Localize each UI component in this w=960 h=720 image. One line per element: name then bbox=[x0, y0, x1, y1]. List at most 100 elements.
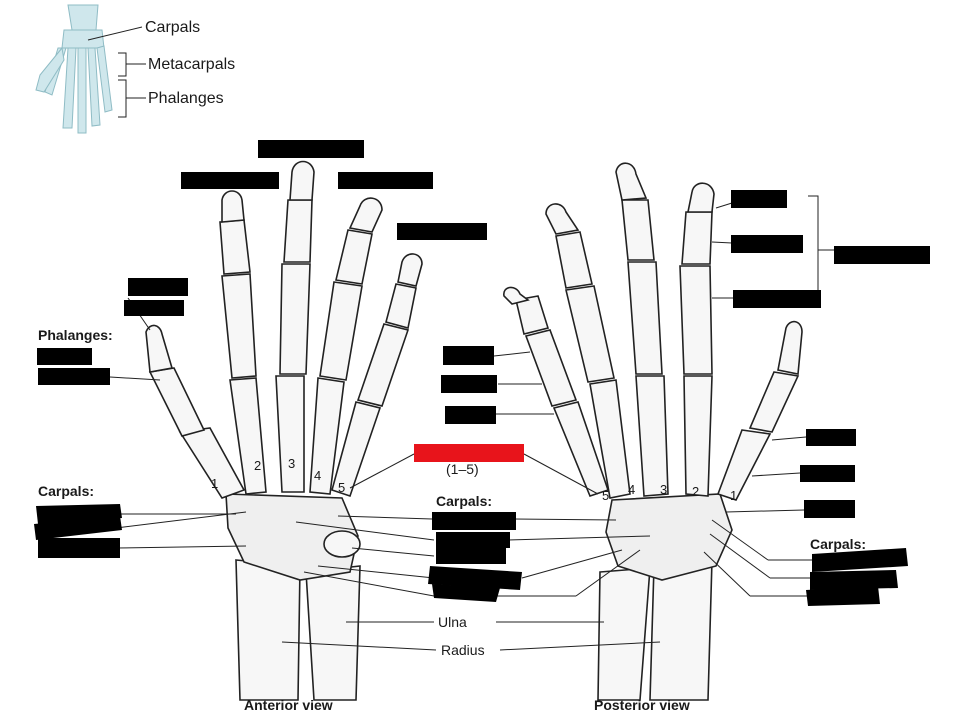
redaction-bar bbox=[436, 532, 510, 548]
radius-label: Radius bbox=[441, 642, 485, 658]
redactions bbox=[34, 140, 930, 606]
anterior-middle-distal bbox=[289, 160, 315, 201]
inset-forearm bbox=[67, 4, 99, 31]
anterior-mc-number-1: 1 bbox=[211, 476, 218, 491]
posterior-little-metacarpal bbox=[552, 401, 610, 497]
posterior-little-middle bbox=[515, 295, 550, 335]
center-carpals-heading: Carpals: bbox=[436, 493, 492, 509]
redaction-bar bbox=[731, 190, 787, 208]
anterior-middle-proximal bbox=[279, 263, 311, 375]
posterior-mc-number-4: 4 bbox=[628, 482, 635, 497]
anterior-little-metacarpal bbox=[331, 401, 382, 498]
inset-carpals bbox=[61, 29, 105, 49]
anterior-ring-distal bbox=[348, 197, 383, 233]
posterior-ulna bbox=[597, 567, 651, 701]
posterior-mc-number-5: 5 bbox=[602, 488, 609, 503]
anterior-little-middle bbox=[385, 283, 417, 329]
redaction-bar bbox=[436, 548, 506, 564]
posterior-carpals-heading: Carpals: bbox=[810, 536, 866, 552]
anterior-mc-number-3: 3 bbox=[288, 456, 295, 471]
posterior-mc-number-2: 2 bbox=[692, 484, 699, 499]
redaction-bar bbox=[812, 548, 908, 572]
anterior-middle-metacarpal bbox=[275, 375, 305, 493]
anterior-index-distal bbox=[221, 190, 245, 223]
posterior-little-proximal bbox=[524, 329, 578, 407]
anterior-ring-middle bbox=[335, 229, 373, 285]
posterior-index-middle bbox=[681, 211, 713, 265]
redaction-bar bbox=[38, 368, 110, 385]
inset-thumb bbox=[35, 46, 65, 93]
redaction-bar bbox=[397, 223, 487, 240]
redaction-bar bbox=[443, 346, 494, 365]
anterior-ring-proximal bbox=[319, 281, 363, 381]
posterior-ring-distal bbox=[545, 203, 580, 235]
anterior-carpals-heading: Carpals: bbox=[38, 483, 94, 499]
redaction-bar bbox=[810, 570, 898, 590]
inset-finger-3 bbox=[77, 47, 87, 134]
posterior-little-distal bbox=[503, 286, 530, 305]
inset-metacarpals-label: Metacarpals bbox=[148, 56, 235, 73]
posterior-ring-metacarpal bbox=[589, 379, 631, 499]
anterior-ring-metacarpal bbox=[309, 377, 345, 495]
posterior-radius bbox=[649, 559, 713, 701]
posterior-ring-middle bbox=[555, 231, 593, 289]
metacarpals-range-label: (1–5) bbox=[446, 461, 479, 477]
posterior-view-label: Posterior view bbox=[594, 697, 690, 713]
leader-lines bbox=[109, 195, 836, 651]
redaction-bar bbox=[731, 235, 803, 253]
inset-finger-4 bbox=[87, 47, 101, 127]
posterior-index-proximal bbox=[679, 265, 713, 375]
redaction-bar bbox=[804, 500, 855, 518]
posterior-mc-number-3: 3 bbox=[660, 482, 667, 497]
redaction-bar bbox=[124, 300, 184, 316]
posterior-middle-middle bbox=[621, 199, 655, 261]
anterior-phalanges-heading: Phalanges: bbox=[38, 327, 113, 343]
redaction-bar bbox=[432, 584, 500, 602]
anterior-mc-number-5: 5 bbox=[338, 480, 345, 495]
redaction-bar bbox=[445, 406, 496, 424]
metacarpals-answer-highlight[interactable] bbox=[414, 444, 524, 462]
redaction-bar bbox=[806, 586, 880, 606]
redaction-bar bbox=[834, 246, 930, 264]
anterior-pisiform bbox=[323, 530, 361, 558]
anterior-little-distal bbox=[397, 253, 423, 287]
anterior-thumb-proximal bbox=[148, 367, 206, 437]
inset-hand bbox=[35, 4, 113, 134]
redaction-bar bbox=[34, 516, 122, 540]
posterior-thumb-distal bbox=[777, 320, 803, 375]
anterior-ulna bbox=[305, 565, 361, 701]
posterior-mc-number-1: 1 bbox=[730, 488, 737, 503]
posterior-index-metacarpal bbox=[683, 375, 713, 497]
anterior-index-middle bbox=[219, 219, 251, 275]
posterior-thumb-metacarpal bbox=[716, 429, 772, 501]
redaction-bar bbox=[338, 172, 433, 189]
inset-finger-5 bbox=[96, 45, 113, 113]
ulna-label: Ulna bbox=[438, 614, 467, 630]
anterior-radius bbox=[235, 559, 301, 701]
inset-finger-2 bbox=[62, 47, 77, 129]
posterior-middle-metacarpal bbox=[635, 375, 669, 497]
redaction-bar bbox=[441, 375, 497, 393]
anterior-view-label: Anterior view bbox=[244, 697, 333, 713]
redaction-bar bbox=[37, 348, 92, 365]
anterior-middle-middle bbox=[283, 199, 313, 263]
posterior-middle-distal bbox=[615, 162, 648, 201]
redaction-bar bbox=[258, 140, 364, 158]
anterior-index-proximal bbox=[221, 273, 257, 379]
redaction-bar bbox=[128, 278, 188, 296]
posterior-thumb-proximal bbox=[748, 371, 800, 433]
posterior-hand bbox=[503, 162, 803, 701]
redaction-bar bbox=[38, 538, 120, 558]
anterior-hand bbox=[145, 160, 423, 701]
anterior-index-metacarpal bbox=[229, 377, 267, 495]
redaction-bar bbox=[806, 429, 856, 446]
anterior-thumb-distal bbox=[145, 324, 174, 373]
posterior-index-distal bbox=[687, 182, 715, 213]
redaction-bar bbox=[432, 512, 516, 530]
redaction-bar bbox=[428, 566, 522, 590]
redaction-bar bbox=[800, 465, 855, 482]
anterior-mc-number-2: 2 bbox=[254, 458, 261, 473]
posterior-ring-proximal bbox=[565, 285, 615, 383]
